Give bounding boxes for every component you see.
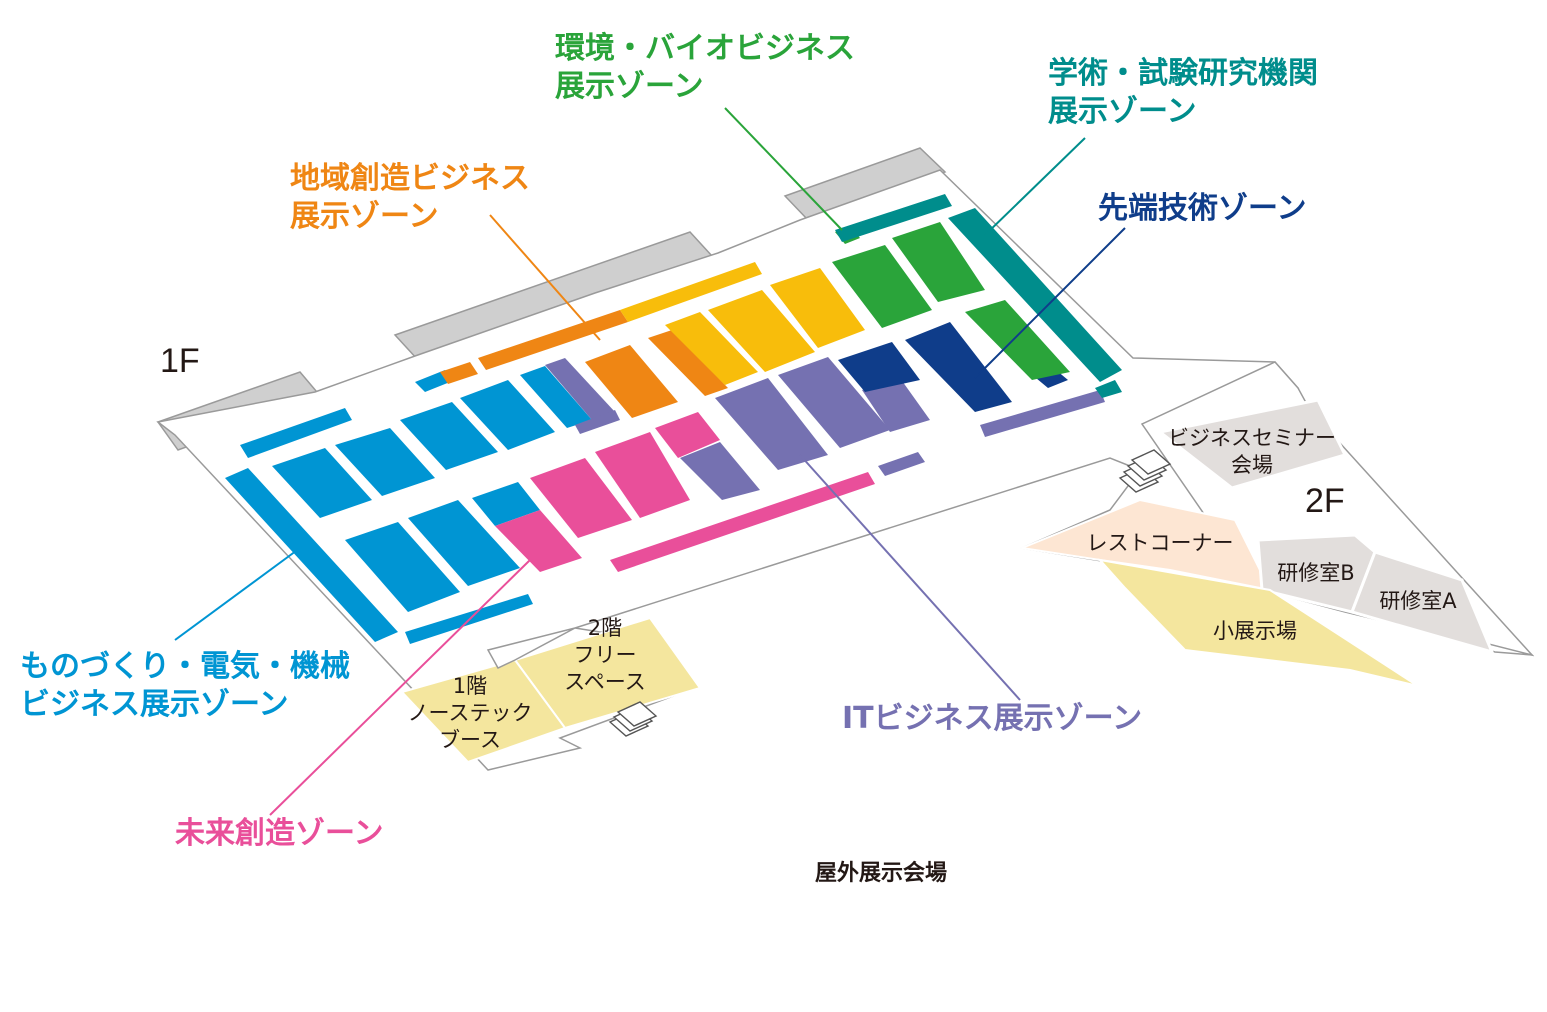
floor-label-1f: 1F (160, 342, 200, 380)
it-zone-label[interactable]: ITビジネス展示ゾーン (842, 700, 1142, 738)
floor-label-2f: 2F (1305, 482, 1345, 520)
bio-zone-label-line2: 展示ゾーン (555, 69, 704, 104)
free-space-label-line2: フリー (573, 643, 637, 667)
seminar-room[interactable] (1156, 398, 1348, 490)
manufacturing-zone-booths[interactable] (225, 366, 592, 644)
no-tech-booth-label-line2: ノーステック (407, 701, 533, 725)
training-room-a-label: 研修室A (1379, 589, 1457, 613)
seminar-room-label-line2: 会場 (1231, 453, 1273, 477)
bio-zone-booths[interactable] (832, 222, 1070, 380)
no-tech-booth-room[interactable] (400, 658, 567, 764)
seminar-room-label: ビジネスセミナー 会場 (1168, 425, 1336, 479)
seminar-room-label-line1: ビジネスセミナー (1168, 426, 1336, 450)
environment-zone-booths[interactable] (620, 262, 865, 385)
free-space-label-line3: スペース (564, 670, 646, 694)
rest-corner-label: レストコーナー (1086, 531, 1234, 555)
regional-zone-booths[interactable] (440, 310, 728, 418)
advanced-zone-label-line1: 先端技術ゾーン (1098, 191, 1307, 226)
academic-zone-label[interactable]: 学術・試験研究機関 展示ゾーン (1048, 55, 1318, 131)
bio-zone-label[interactable]: 環境・バイオビジネス 展示ゾーン (555, 30, 855, 106)
training-room-a[interactable] (1350, 550, 1495, 655)
regional-zone-label-line1: 地域創造ビジネス (290, 161, 530, 196)
training-room-b-label: 研修室B (1277, 561, 1355, 585)
no-tech-booth-label: 1階 ノーステック ブース (408, 673, 533, 754)
academic-zone-booths[interactable] (835, 194, 1122, 398)
leader-lines (174, 107, 1126, 816)
manufacturing-zone-label-line2: ビジネス展示ゾーン (20, 687, 289, 722)
regional-zone-label-line2: 展示ゾーン (290, 199, 439, 234)
small-exhibition-hall-label: 小展示場 (1213, 619, 1297, 643)
no-tech-booth-label-line1: 1階 (452, 674, 488, 698)
entrance-strip (486, 627, 576, 669)
small-exhibition-hall[interactable] (1097, 558, 1419, 687)
future-zone-booths[interactable] (495, 412, 875, 572)
it-zone-booths[interactable] (545, 357, 1105, 500)
advanced-zone-label[interactable]: 先端技術ゾーン (1098, 190, 1307, 228)
no-tech-booth-label-line3: ブース (439, 728, 501, 752)
regional-zone-label[interactable]: 地域創造ビジネス 展示ゾーン (290, 160, 530, 236)
future-zone-label[interactable]: 未来創造ゾーン (175, 815, 384, 853)
bio-zone-label-line1: 環境・バイオビジネス (555, 31, 855, 66)
manufacturing-zone-label[interactable]: ものづくり・電気・機械 ビジネス展示ゾーン (20, 648, 350, 724)
it-zone-label-line1: ITビジネス展示ゾーン (842, 701, 1143, 736)
academic-zone-label-line1: 学術・試験研究機関 (1048, 56, 1318, 91)
future-zone-label-line1: 未来創造ゾーン (175, 816, 384, 851)
manufacturing-zone-label-line1: ものづくり・電気・機械 (20, 649, 350, 684)
free-space-label-line1: 2階 (587, 616, 623, 640)
outdoor-exhibition-label: 屋外展示会場 (815, 861, 948, 886)
free-space-label: 2階 フリー スペース (564, 615, 645, 696)
building-block (783, 147, 947, 221)
academic-zone-label-line2: 展示ゾーン (1048, 94, 1197, 129)
